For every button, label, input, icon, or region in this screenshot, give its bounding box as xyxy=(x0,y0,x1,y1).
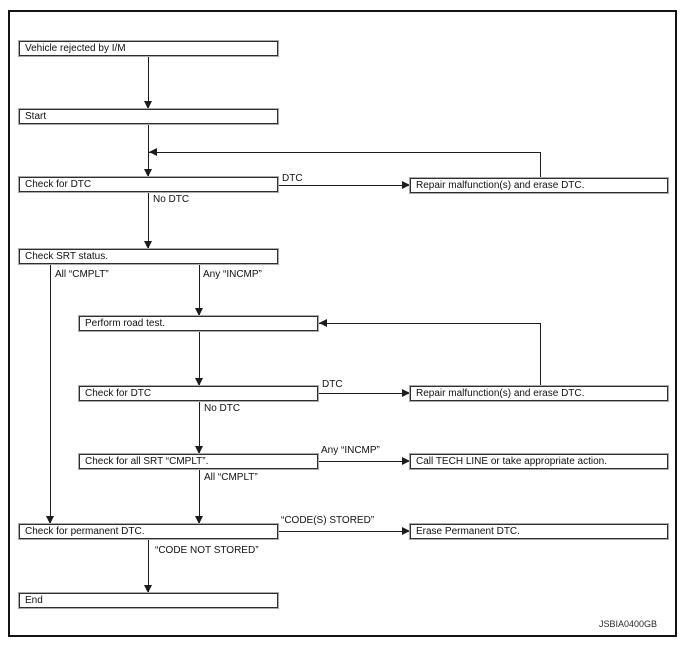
flow-node-call-tech-line: Call TECH LINE or take appropriate actio… xyxy=(410,454,668,469)
flow-node-end: End xyxy=(19,593,278,608)
flow-node-perform-road-test: Perform road test. xyxy=(79,316,318,331)
connector-line-repair2-feedback-drop xyxy=(540,323,541,386)
arrowhead-down-icon xyxy=(195,446,203,454)
arrowhead-down-icon xyxy=(195,378,203,386)
connector-line-repair1-feedback xyxy=(148,152,540,153)
connector-line-nodtc2-to-allsrt xyxy=(199,401,200,454)
flow-node-start: Start xyxy=(19,109,278,124)
arrowhead-down-icon xyxy=(144,585,152,593)
connector-line-start-to-checkdtc1 xyxy=(148,124,149,177)
flow-node-check-permanent-dtc: Check for permanent DTC. xyxy=(19,524,278,539)
arrowhead-left-icon xyxy=(149,148,157,156)
arrowhead-down-icon xyxy=(144,241,152,249)
connector-line-incmp-to-roadtest xyxy=(199,264,200,316)
flow-node-repair-erase-dtc-1: Repair malfunction(s) and erase DTC. xyxy=(410,178,668,193)
connector-line-allcmplt-left-branch xyxy=(50,264,51,524)
flow-node-check-dtc-1: Check for DTC xyxy=(19,177,278,192)
flow-node-vehicle-rejected: Vehicle rejected by I/M xyxy=(19,41,278,56)
connector-line-dtc1-to-repair1 xyxy=(278,185,410,186)
arrowhead-down-icon xyxy=(195,308,203,316)
connector-line-nodtc1-to-srt xyxy=(148,192,149,250)
arrowhead-down-icon xyxy=(144,101,152,109)
edge-label-all-cmplt-1: All “CMPLT” xyxy=(55,269,109,280)
connector-line-stored-to-erase xyxy=(278,531,410,532)
figure-code: JSBIA0400GB xyxy=(598,619,657,629)
edge-label-no-dtc-2: No DTC xyxy=(204,403,241,414)
arrowhead-right-icon xyxy=(402,181,410,189)
edge-label-any-incmp-1: Any “INCMP” xyxy=(203,269,262,280)
edge-label-all-cmplt-2: All “CMPLT” xyxy=(204,472,258,483)
flow-node-repair-erase-dtc-2: Repair malfunction(s) and erase DTC. xyxy=(410,386,668,401)
edge-label-dtc-1: DTC xyxy=(282,173,303,184)
arrowhead-down-icon xyxy=(144,169,152,177)
edge-label-dtc-2: DTC xyxy=(322,379,343,390)
edge-label-codes-stored: “CODE(S) STORED” xyxy=(281,515,375,526)
connector-line-incmp-to-techline xyxy=(318,461,410,462)
arrowhead-right-icon xyxy=(402,527,410,535)
flow-node-check-dtc-2: Check for DTC xyxy=(79,386,318,401)
arrowhead-down-icon xyxy=(46,516,54,524)
arrowhead-right-icon xyxy=(402,457,410,465)
flow-node-check-all-srt-cmplt: Check for all SRT “CMPLT”. xyxy=(79,454,318,469)
connector-line-roadtest-to-checkdtc2 xyxy=(199,331,200,386)
connector-line-repair2-feedback xyxy=(319,323,540,324)
flow-node-erase-permanent-dtc: Erase Permanent DTC. xyxy=(410,524,668,539)
edge-label-no-dtc-1: No DTC xyxy=(153,194,190,205)
arrowhead-left-icon xyxy=(319,319,327,327)
connector-line-vehicle-to-start xyxy=(148,56,149,109)
connector-line-repair1-feedback-drop xyxy=(540,152,541,178)
flow-node-check-srt-status: Check SRT status. xyxy=(19,249,278,264)
arrowhead-right-icon xyxy=(402,389,410,397)
edge-label-code-not-stored: “CODE NOT STORED” xyxy=(155,545,259,556)
edge-label-any-incmp-2: Any “INCMP” xyxy=(321,445,380,456)
connector-line-permanent-to-end xyxy=(148,539,149,593)
connector-line-allcmplt-to-permanent xyxy=(199,469,200,524)
arrowhead-down-icon xyxy=(195,516,203,524)
connector-line-dtc2-to-repair2 xyxy=(318,393,410,394)
